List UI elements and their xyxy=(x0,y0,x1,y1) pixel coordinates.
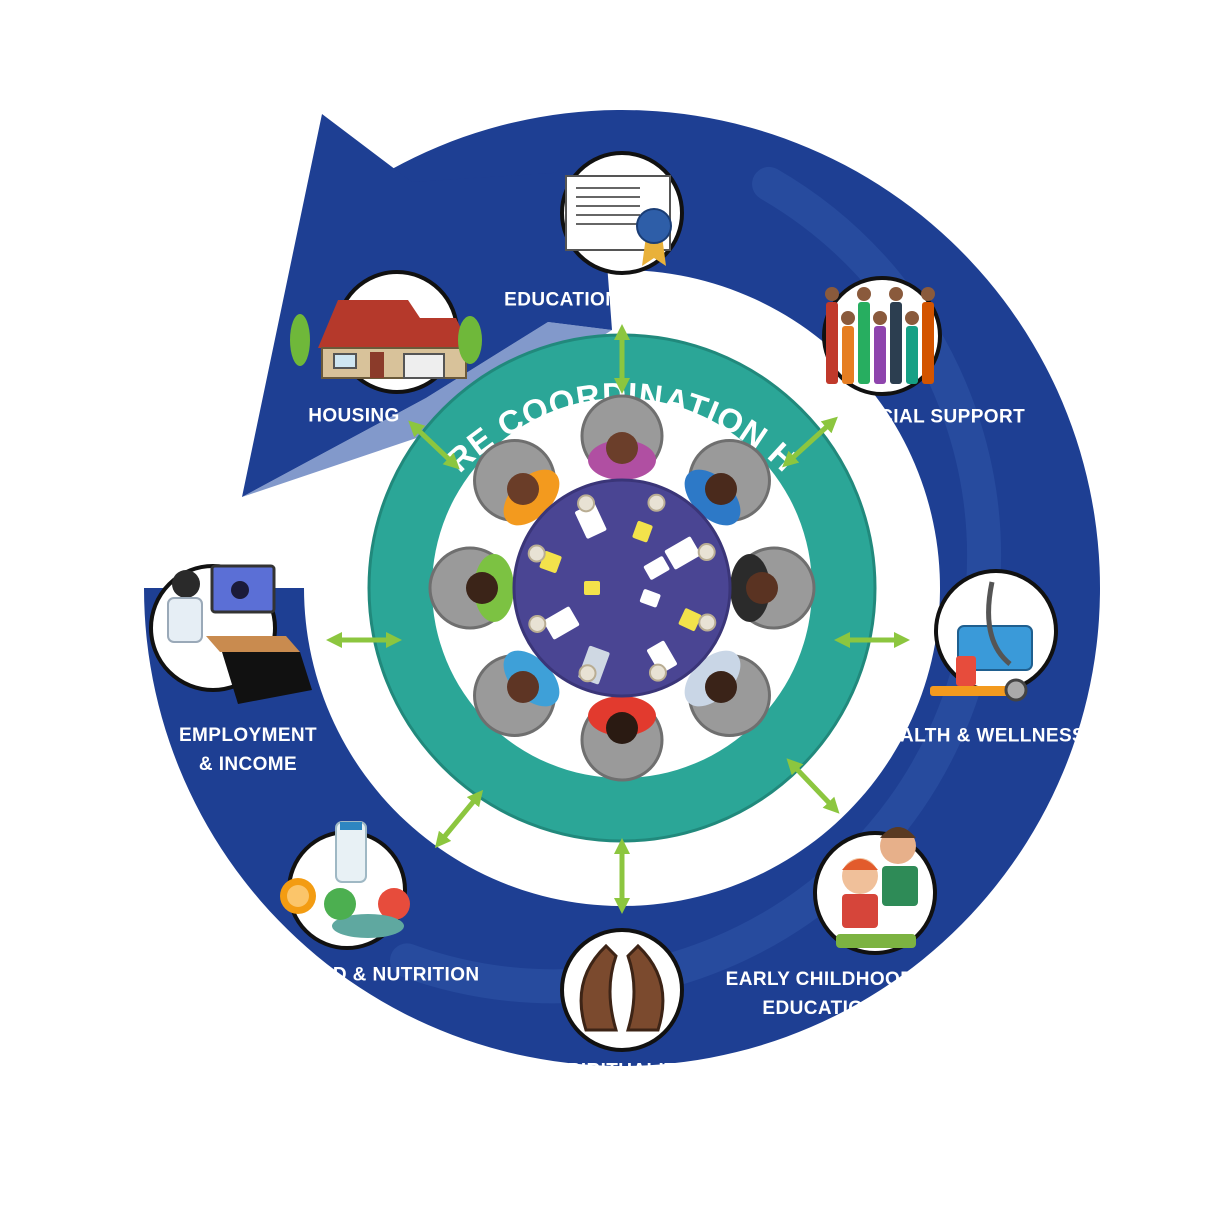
label-line: HEALTH & WELLNESS xyxy=(872,725,1086,747)
connector-arrow xyxy=(786,758,840,814)
label-spirituality: SPIRITUALITY xyxy=(555,1057,690,1086)
label-line: SOCIAL SUPPORT xyxy=(850,406,1026,428)
connector-arrow xyxy=(434,789,484,849)
person-head xyxy=(606,432,638,464)
coffee-cup xyxy=(527,544,546,563)
label-early-childhood: EARLY CHILDHOOD EDUCATION xyxy=(726,965,915,1023)
label-health: HEALTH & WELLNESS xyxy=(873,722,1085,751)
coffee-cup xyxy=(578,664,597,683)
round-table xyxy=(512,478,732,698)
person-head xyxy=(507,473,540,506)
coffee-cup xyxy=(577,494,596,513)
label-employment: EMPLOYMENT & INCOME xyxy=(179,721,317,779)
label-housing: HOUSING xyxy=(308,402,399,431)
coffee-cup xyxy=(647,493,666,512)
meeting-table-icon xyxy=(428,394,816,782)
label-line: EDUCATION & TRAINING xyxy=(504,289,740,311)
family-group-icon xyxy=(822,276,942,396)
person-head xyxy=(507,670,540,703)
person-head xyxy=(746,572,778,604)
label-line: EDUCATION xyxy=(762,998,878,1019)
connector-arrows xyxy=(325,323,911,915)
person-head xyxy=(704,670,737,703)
table-paper xyxy=(543,606,580,640)
label-social-support: SOCIAL SUPPORT xyxy=(851,403,1025,432)
label-line: SPIRITUALITY xyxy=(554,1060,690,1082)
label-education: EDUCATION & TRAINING xyxy=(504,286,740,315)
connector-arrow xyxy=(408,420,460,470)
children-reading-icon xyxy=(813,827,937,955)
certificate-icon xyxy=(560,151,684,275)
table-paper xyxy=(678,608,702,631)
table-paper xyxy=(632,520,653,543)
label-line: EMPLOYMENT xyxy=(178,725,318,746)
food-basket-icon xyxy=(280,821,410,950)
stethoscope-icon xyxy=(930,569,1058,702)
label-line: EARLY CHILDHOOD xyxy=(725,969,915,990)
person-head xyxy=(466,572,498,604)
connector-arrow xyxy=(782,416,838,468)
table-paper xyxy=(647,640,677,674)
person-head xyxy=(606,712,638,744)
table-paper xyxy=(643,556,670,580)
computer-desk-icon xyxy=(149,564,312,704)
label-food: FOOD & NUTRITION xyxy=(291,961,480,990)
coffee-cup xyxy=(648,663,667,682)
coffee-cup xyxy=(697,543,716,562)
table-paper xyxy=(575,503,607,539)
table-paper xyxy=(664,536,701,570)
praying-hands-icon xyxy=(560,928,684,1052)
label-line: FOOD & NUTRITION xyxy=(290,964,480,986)
person-head xyxy=(704,473,737,506)
coffee-cup xyxy=(528,614,547,633)
label-line: & INCOME xyxy=(198,754,298,775)
house-icon xyxy=(290,270,482,394)
coffee-cup xyxy=(698,613,717,632)
table-paper xyxy=(639,589,661,608)
table-paper xyxy=(584,581,600,595)
label-line: HOUSING xyxy=(308,405,400,427)
